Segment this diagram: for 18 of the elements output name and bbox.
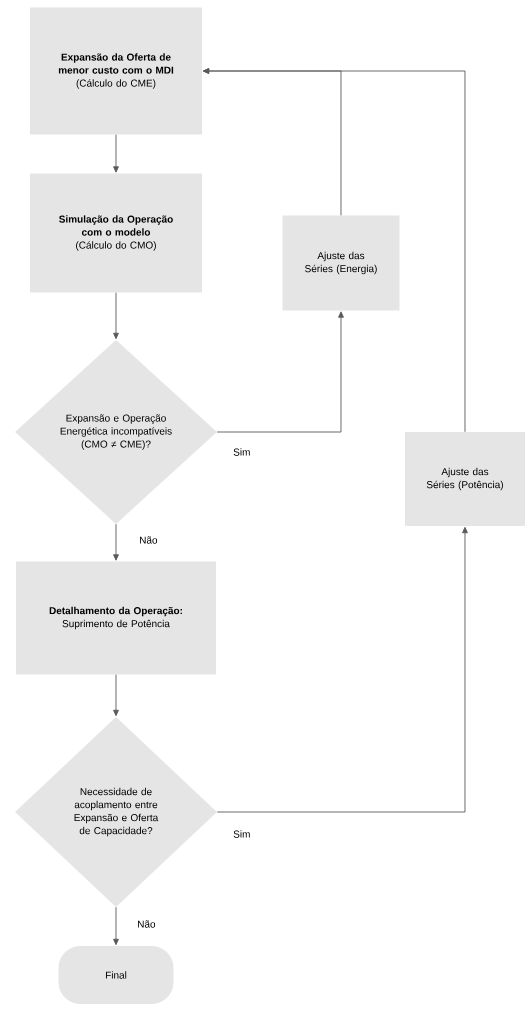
arrow [113,523,119,561]
process-box: Ajuste das Séries (Energia) [282,215,400,311]
arrow [113,906,119,946]
arrow [216,311,344,433]
arrow [113,674,119,717]
process-box: Detalhamento da Operação: Suprimento de Potência [16,561,216,675]
arrow [202,68,466,433]
edge-label: Não [138,535,159,545]
arrow [216,526,468,813]
arrow [113,134,119,173]
edge-label: Sim [232,829,252,839]
edge-label: Sim [232,447,252,457]
terminal-box: Final [58,946,174,1004]
arrow [113,292,119,340]
process-box: Simulação da Operação com o modelo (Cálculo do CMO) [30,173,202,293]
edge-label: Não [136,919,157,929]
process-box: Ajuste das Séries (Potência) [405,432,525,526]
process-box: Expansão da Oferta de menor custo com o MDI (Cálculo do CME) [30,7,202,135]
